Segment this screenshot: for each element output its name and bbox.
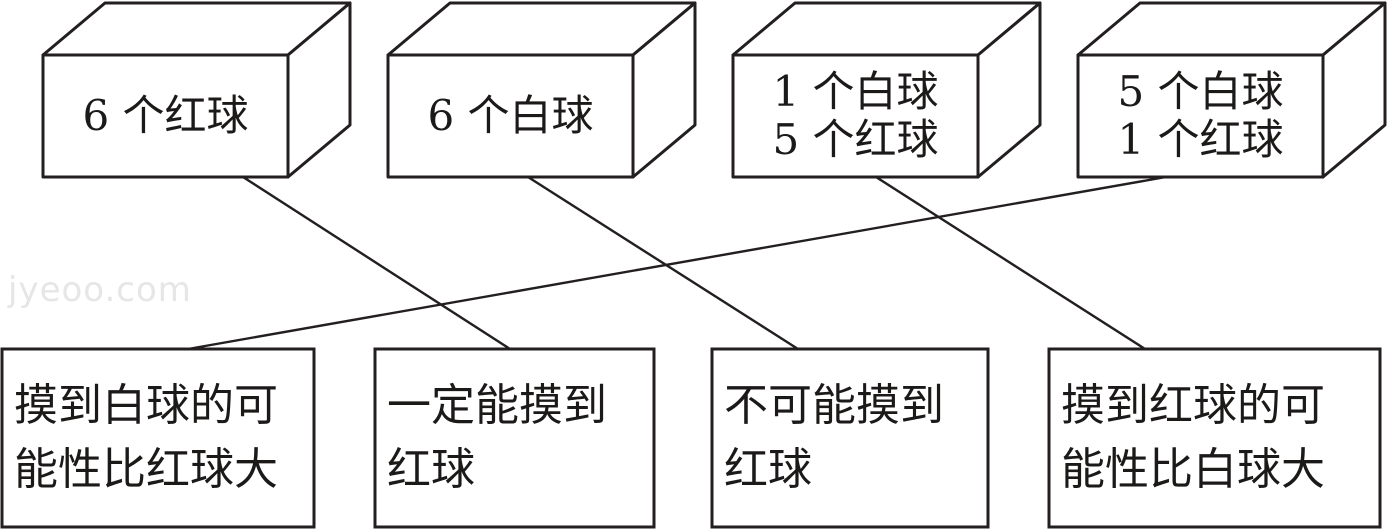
connection-line-3 xyxy=(875,175,1146,351)
outcome-card-1 xyxy=(0,347,316,529)
box-label-1: 6 个红球 xyxy=(43,55,288,177)
connection-line-1 xyxy=(242,175,511,351)
box-4-line-2: 1 个红球 xyxy=(1117,115,1284,164)
outcome-label-1: 摸到白球的可 能性比红球大 xyxy=(14,349,314,527)
outcome-2-line-2: 红球 xyxy=(387,444,475,495)
outcome-4-line-1: 摸到红球的可 xyxy=(1061,380,1325,431)
outcome-2-line-1: 一定能摸到 xyxy=(387,380,607,431)
outcome-card-3 xyxy=(710,347,990,529)
box-2-line-1: 6 个白球 xyxy=(427,91,594,140)
outcome-label-4: 摸到红球的可 能性比白球大 xyxy=(1061,349,1361,527)
box-label-3: 1 个白球 5 个红球 xyxy=(733,55,978,177)
outcome-3-line-2: 红球 xyxy=(724,444,812,495)
box-1-front xyxy=(41,53,290,179)
outcome-4-line-2: 能性比白球大 xyxy=(1061,444,1325,495)
outcome-card-4 xyxy=(1047,347,1382,529)
box-2-front xyxy=(386,53,635,179)
box-label-2: 6 个白球 xyxy=(388,55,633,177)
box-4-front xyxy=(1076,53,1325,179)
outcome-3-line-1: 不可能摸到 xyxy=(724,380,944,431)
outcome-label-3: 不可能摸到 红球 xyxy=(724,349,986,527)
outcome-label-2: 一定能摸到 红球 xyxy=(387,349,649,527)
connection-line-2 xyxy=(527,175,799,351)
outcome-1-line-1: 摸到白球的可 xyxy=(14,380,278,431)
outcome-card-2 xyxy=(373,347,656,529)
box-1-line-1: 6 个红球 xyxy=(82,91,249,140)
box-3-front xyxy=(731,53,980,179)
box-4-line-1: 5 个白球 xyxy=(1117,67,1284,116)
box-3-line-1: 1 个白球 xyxy=(772,67,939,116)
box-3-line-2: 5 个红球 xyxy=(772,115,939,164)
box-label-4: 5 个白球 1 个红球 xyxy=(1078,55,1323,177)
outcome-1-line-2: 能性比红球大 xyxy=(14,444,278,495)
watermark: jyeoo.com xyxy=(8,270,192,310)
connection-line-4 xyxy=(187,175,1167,351)
